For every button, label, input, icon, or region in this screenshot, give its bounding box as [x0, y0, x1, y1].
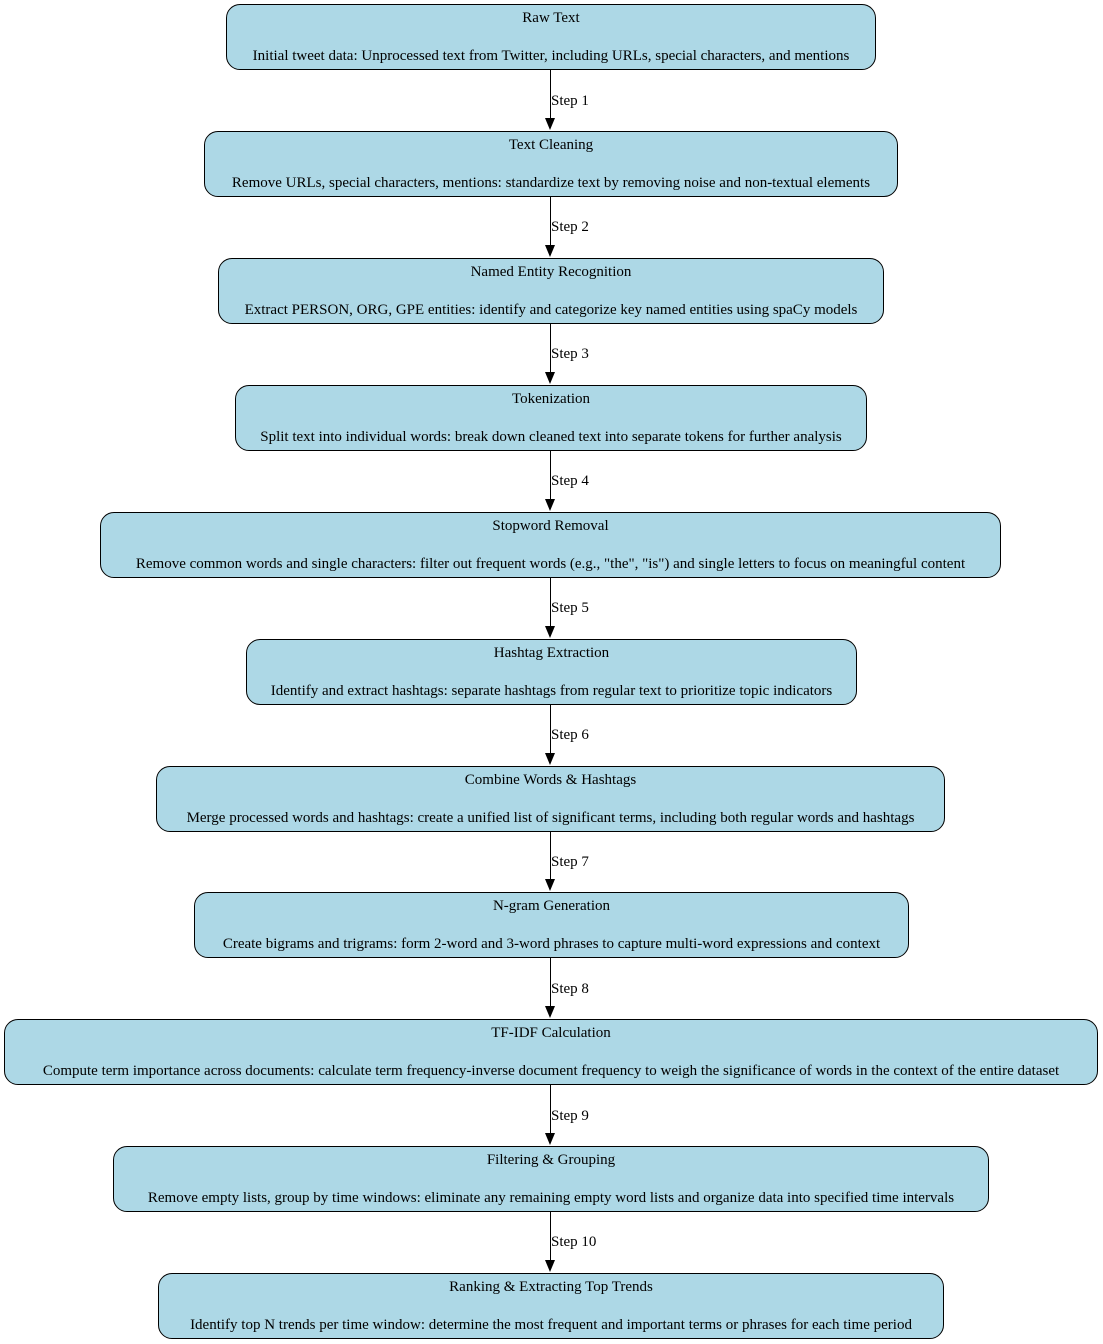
arrowhead-icon — [545, 118, 555, 130]
node-title: Stopword Removal — [492, 518, 609, 534]
node-description: Remove common words and single character… — [135, 556, 966, 572]
edge-line — [550, 705, 551, 755]
edge-label: Step 2 — [551, 219, 589, 235]
node-tokenization: Tokenization Split text into individual … — [235, 385, 867, 451]
node-description: Identify and extract hashtags: separate … — [270, 683, 833, 699]
arrowhead-icon — [545, 1260, 555, 1272]
node-title: TF-IDF Calculation — [491, 1025, 611, 1041]
edge-label: Step 7 — [551, 854, 589, 870]
arrowhead-icon — [545, 1133, 555, 1145]
node-raw-text: Raw Text Initial tweet data: Unprocessed… — [226, 4, 876, 70]
node-description: Extract PERSON, ORG, GPE entities: ident… — [244, 302, 858, 318]
arrowhead-icon — [545, 879, 555, 891]
edge-line — [550, 324, 551, 374]
node-title: Raw Text — [522, 10, 580, 26]
node-title: Hashtag Extraction — [493, 645, 610, 661]
node-text-cleaning: Text Cleaning Remove URLs, special chara… — [204, 131, 898, 197]
arrowhead-icon — [545, 1006, 555, 1018]
edge-label: Step 1 — [551, 93, 589, 109]
edge-line — [550, 451, 551, 501]
node-named-entity-recognition: Named Entity Recognition Extract PERSON,… — [218, 258, 884, 324]
node-title: Named Entity Recognition — [470, 264, 632, 280]
edge-line — [550, 1212, 551, 1262]
node-title: Tokenization — [511, 391, 591, 407]
node-stopword-removal: Stopword Removal Remove common words and… — [100, 512, 1001, 578]
node-description: Merge processed words and hashtags: crea… — [186, 810, 915, 826]
node-ngram-generation: N-gram Generation Create bigrams and tri… — [194, 892, 909, 958]
node-title: Filtering & Grouping — [486, 1152, 616, 1168]
edge-label: Step 9 — [551, 1108, 589, 1124]
edge-label: Step 10 — [551, 1234, 597, 1250]
node-title: N-gram Generation — [492, 898, 611, 914]
node-ranking-top-trends: Ranking & Extracting Top Trends Identify… — [158, 1273, 944, 1339]
arrowhead-icon — [545, 753, 555, 765]
edge-line — [550, 578, 551, 628]
edge-label: Step 5 — [551, 600, 589, 616]
node-description: Initial tweet data: Unprocessed text fro… — [252, 48, 850, 64]
node-combine-words-hashtags: Combine Words & Hashtags Merge processed… — [156, 766, 945, 832]
node-description: Remove empty lists, group by time window… — [147, 1190, 955, 1206]
node-description: Split text into individual words: break … — [260, 429, 842, 445]
node-title: Combine Words & Hashtags — [464, 772, 637, 788]
edge-line — [550, 832, 551, 881]
arrowhead-icon — [545, 626, 555, 638]
arrowhead-icon — [545, 372, 555, 384]
node-title: Text Cleaning — [508, 137, 594, 153]
node-filtering-grouping: Filtering & Grouping Remove empty lists,… — [113, 1146, 989, 1212]
node-description: Compute term importance across documents… — [42, 1063, 1060, 1079]
edge-label: Step 6 — [551, 727, 589, 743]
edge-label: Step 4 — [551, 473, 589, 489]
edge-label: Step 3 — [551, 346, 589, 362]
node-description: Create bigrams and trigrams: form 2-word… — [222, 936, 881, 952]
node-hashtag-extraction: Hashtag Extraction Identify and extract … — [246, 639, 857, 705]
node-tfidf-calculation: TF-IDF Calculation Compute term importan… — [4, 1019, 1098, 1085]
edge-line — [550, 70, 551, 120]
node-title: Ranking & Extracting Top Trends — [449, 1279, 653, 1295]
edge-label: Step 8 — [551, 981, 589, 997]
node-description: Identify top N trends per time window: d… — [190, 1317, 912, 1333]
arrowhead-icon — [545, 245, 555, 257]
edge-line — [550, 958, 551, 1008]
node-description: Remove URLs, special characters, mention… — [231, 175, 871, 191]
arrowhead-icon — [545, 499, 555, 511]
edge-line — [550, 1085, 551, 1135]
edge-line — [550, 197, 551, 247]
